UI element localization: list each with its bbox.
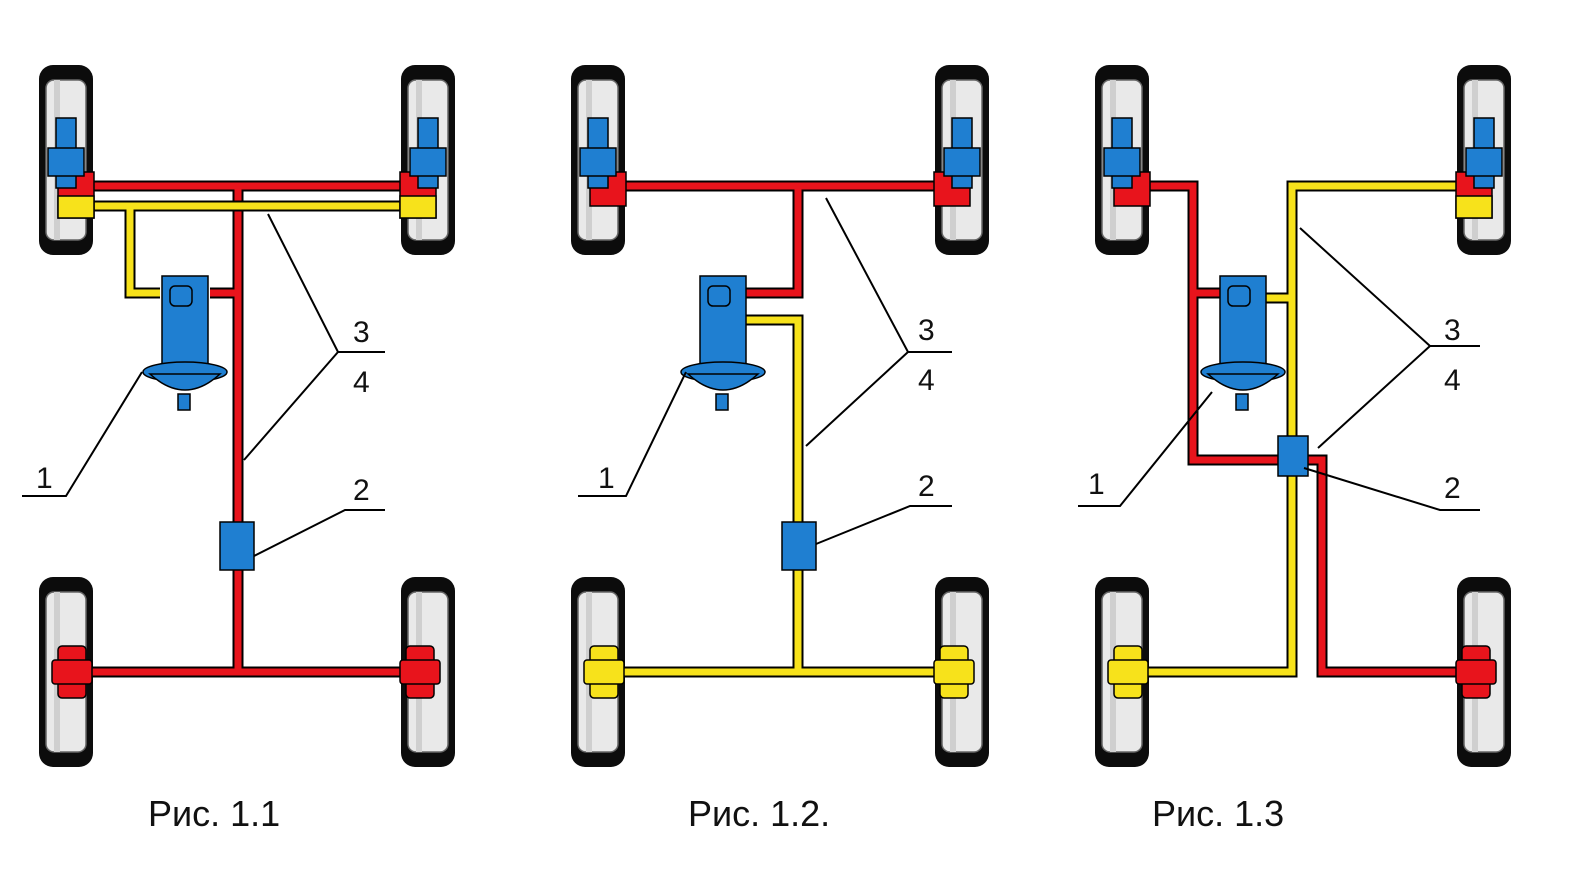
label-1: 1 (36, 462, 53, 495)
yellow-circuit (85, 200, 410, 299)
caliper-front-right (933, 117, 981, 207)
rear-cylinder-right (933, 645, 975, 699)
caliper-front-left (579, 117, 627, 207)
caliper-front-right (1455, 117, 1503, 219)
figure-caption: Рис. 1.2. (688, 793, 830, 834)
label-3: 3 (353, 316, 370, 349)
caliper-front-left (47, 117, 95, 219)
label-2: 2 (1444, 472, 1461, 505)
leader-lines (22, 213, 385, 557)
rear-cylinder-right (399, 645, 441, 699)
red-circuit (618, 180, 944, 299)
caliper-front-left (1103, 117, 1151, 207)
rear-cylinder-left (1107, 645, 1149, 699)
leader-lines (1078, 227, 1480, 511)
caliper-front-right (399, 117, 447, 219)
pressure-regulator (781, 521, 817, 571)
label-4: 4 (353, 366, 370, 399)
label-4: 4 (918, 364, 935, 397)
label-3: 3 (1444, 314, 1461, 347)
leader-lines (578, 197, 952, 545)
yellow-circuit (618, 314, 944, 678)
red-circuit (1140, 180, 1464, 678)
label-2: 2 (353, 474, 370, 507)
label-4: 4 (1444, 364, 1461, 397)
pressure-regulator (1277, 435, 1309, 477)
figure-caption: Рис. 1.3 (1152, 793, 1284, 834)
rear-cylinder-left (583, 645, 625, 699)
label-3: 3 (918, 314, 935, 347)
pressure-regulator (219, 521, 255, 571)
figure-caption: Рис. 1.1 (148, 793, 280, 834)
figure-1-1: 1 2 3 4 Рис. 1.1 (22, 64, 456, 834)
figure-1-2: 1 2 3 4 Рис. 1.2. (570, 64, 990, 834)
label-1: 1 (598, 462, 615, 495)
label-2: 2 (918, 470, 935, 503)
rear-cylinder-left (51, 645, 93, 699)
figure-1-3: 1 2 3 4 Рис. 1.3 (1078, 64, 1512, 834)
label-1: 1 (1088, 468, 1105, 501)
rear-cylinder-right (1455, 645, 1497, 699)
